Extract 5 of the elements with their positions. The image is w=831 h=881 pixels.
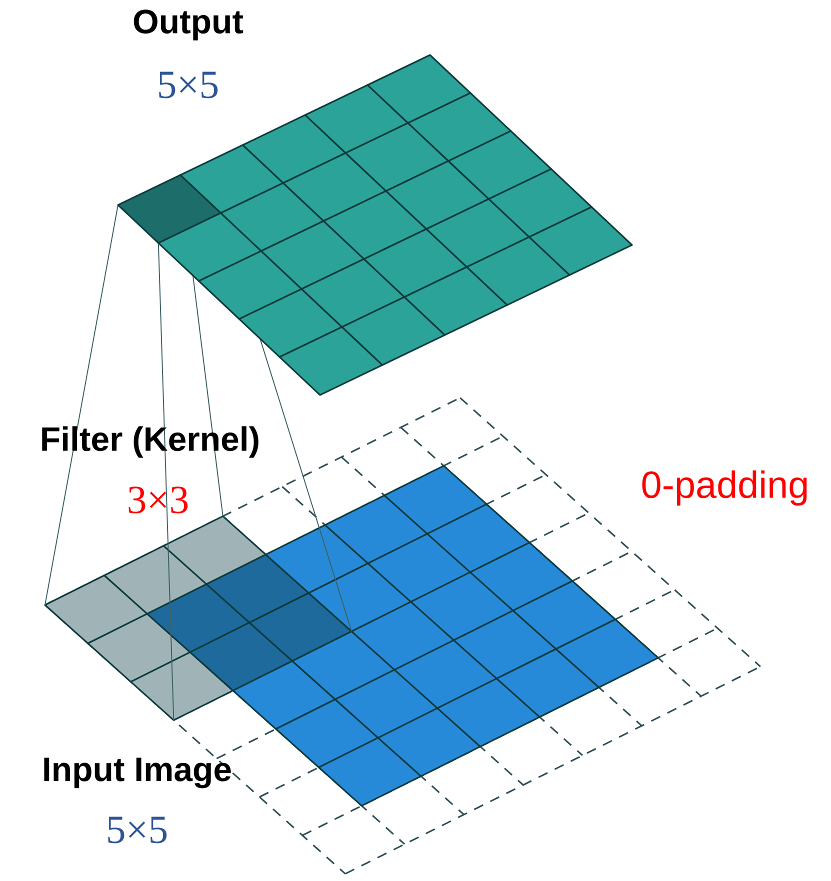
layer-label: Input Image [44, 758, 231, 788]
padding-label: 0-padding [642, 470, 807, 506]
size-label: 5×5 [159, 72, 218, 98]
layer-label: Output [134, 10, 244, 40]
size-label: 5×5 [108, 816, 167, 844]
